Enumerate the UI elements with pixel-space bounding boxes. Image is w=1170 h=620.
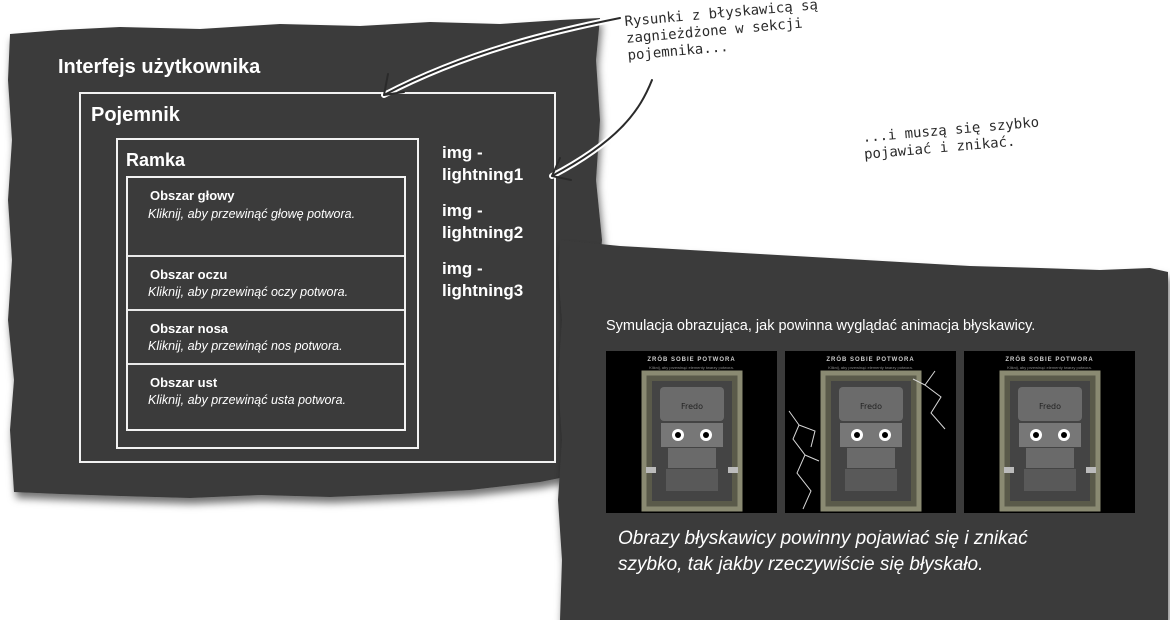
screenshot-subtitle: Kliknij, aby przewinąć elementy twarzy p…	[1007, 365, 1092, 370]
area-text: Kliknij, aby przewinąć usta potwora.	[148, 393, 347, 407]
simulation-caption: Symulacja obrazująca, jak powinna wygląd…	[606, 318, 1036, 334]
screenshot-subtitle: Kliknij, aby przewinąć elementy twarzy p…	[649, 365, 734, 370]
img-lightning3: img - lightning3	[442, 258, 523, 302]
frame-box: Ramka Obszar głowy Kliknij, aby przewiną…	[116, 138, 419, 449]
area-text: Kliknij, aby przewinąć nos potwora.	[148, 339, 343, 353]
area-title: Obszar głowy	[150, 188, 235, 203]
arrow-to-images-head	[551, 157, 572, 181]
area-text: Kliknij, aby przewinąć oczy potwora.	[148, 285, 349, 299]
area-text: Kliknij, aby przewinąć głowę potwora.	[148, 207, 356, 221]
img-label-name: lightning2	[442, 223, 524, 242]
img-label-name: lightning1	[442, 165, 524, 184]
arrow-to-container	[381, 15, 623, 98]
areas-box: Obszar głowy Kliknij, aby przewinąć głow…	[126, 176, 406, 431]
simulation-frame-3: ZRÓB SOBIE POTWORA Kliknij, aby przewiną…	[964, 351, 1135, 513]
img-label-name: lightning3	[442, 281, 524, 300]
area-title: Obszar oczu	[150, 267, 228, 282]
lightning-bolts	[788, 370, 946, 510]
monster-face-image: Fredo	[641, 370, 743, 512]
face-label: Fredo	[860, 402, 882, 411]
frame-label: Ramka	[126, 150, 186, 170]
ui-title: Interfejs użytkownika	[58, 56, 261, 78]
img-lightning1: img - lightning1	[442, 142, 523, 186]
container-label: Pojemnik	[91, 104, 180, 126]
arrow-to-container-line	[383, 17, 621, 96]
caption-line: Obrazy błyskawicy powinny pojawiać się i…	[618, 528, 1028, 549]
img-lightning2: img - lightning2	[442, 200, 523, 244]
simulation-frame-2: ZRÓB SOBIE POTWORA Kliknij, aby przewiną…	[785, 351, 956, 513]
area-eyes: Obszar oczu Kliknij, aby przewinąć oczy …	[128, 257, 404, 311]
simulation-frame-1: ZRÓB SOBIE POTWORA Kliknij, aby przewiną…	[606, 351, 777, 513]
bottom-caption: Obrazy błyskawicy powinny pojawiać się i…	[618, 526, 1028, 578]
face-label: Fredo	[1039, 402, 1061, 411]
monster-face-image-lightning: Fredo	[788, 370, 946, 512]
monster-face-image: Fredo	[999, 370, 1101, 512]
screenshot-title: ZRÓB SOBIE POTWORA	[1005, 357, 1094, 363]
arrow-to-images	[549, 77, 655, 179]
img-label-prefix: img -	[442, 201, 483, 220]
img-label-prefix: img -	[442, 259, 483, 278]
arrow-to-images-line	[551, 79, 653, 177]
area-title: Obszar ust	[150, 375, 218, 390]
area-title: Obszar nosa	[150, 321, 229, 336]
container-box: Pojemnik Ramka Obszar głowy Kliknij, aby…	[79, 92, 556, 463]
img-label-prefix: img -	[442, 143, 483, 162]
screenshot-title: ZRÓB SOBIE POTWORA	[647, 357, 736, 363]
screenshot-title: ZRÓB SOBIE POTWORA	[826, 357, 915, 363]
caption-line: szybko, tak jakby rzeczywiście się błysk…	[618, 554, 984, 575]
area-head: Obszar głowy Kliknij, aby przewinąć głow…	[128, 178, 404, 257]
arrow-to-container-head	[383, 73, 405, 96]
area-nose: Obszar nosa Kliknij, aby przewinąć nos p…	[128, 311, 404, 365]
face-label: Fredo	[681, 402, 703, 411]
screenshot-subtitle: Kliknij, aby przewinąć elementy twarzy p…	[828, 365, 913, 370]
area-mouth: Obszar ust Kliknij, aby przewinąć usta p…	[128, 365, 404, 429]
